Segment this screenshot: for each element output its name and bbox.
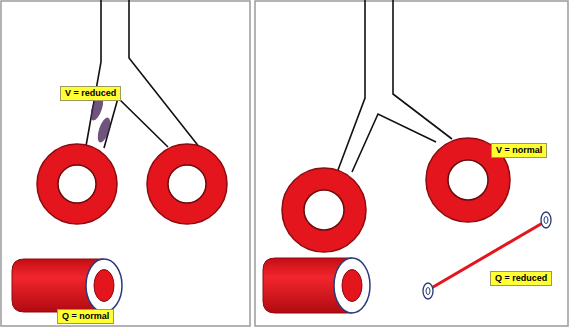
label-text: V = normal: [496, 145, 542, 156]
airway-wall: [86, 0, 101, 146]
airway-wall: [338, 0, 365, 170]
label-text: V = reduced: [65, 88, 116, 99]
capillary-wall: [334, 258, 370, 313]
vessel-lumen: [544, 217, 548, 224]
airway-wall: [393, 0, 452, 139]
alveolus-lumen: [168, 165, 206, 203]
alveolus-lumen: [304, 190, 344, 230]
vessel-end: [423, 283, 433, 299]
label-box: Q = normal: [57, 309, 114, 324]
label-box: Q = reduced: [490, 271, 552, 286]
alveolus: [37, 144, 117, 224]
alveolus: [282, 168, 366, 252]
obstruction: [95, 116, 113, 144]
vessel-end: [541, 212, 551, 228]
capillary-wall: [86, 259, 122, 312]
label-box: V = reduced: [60, 86, 121, 101]
alveolus-lumen: [58, 165, 96, 203]
alveolus: [147, 144, 227, 224]
panel-frame: [1, 1, 250, 326]
airway-wall: [104, 98, 168, 148]
alveolus-lumen: [448, 160, 488, 200]
label-text: Q = normal: [62, 311, 109, 322]
airway-wall: [352, 114, 436, 172]
label-text: Q = reduced: [495, 273, 547, 284]
airway: [338, 0, 452, 172]
vessel-lumen: [426, 288, 430, 295]
label-box: V = normal: [491, 143, 547, 158]
airway: [86, 0, 200, 148]
capillary-lumen: [94, 270, 114, 302]
airway-wall: [129, 0, 200, 148]
capillary-lumen: [342, 270, 362, 302]
panel-frame: [255, 1, 568, 326]
